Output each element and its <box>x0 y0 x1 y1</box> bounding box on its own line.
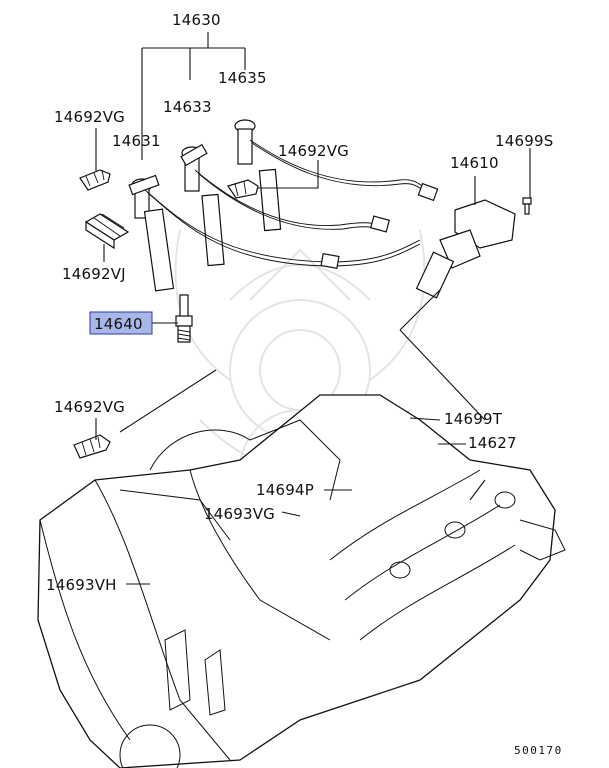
plug-boot-14633 <box>181 146 225 267</box>
figure-number: 500170 <box>514 744 563 757</box>
callout-14692vg-top: 14692VG <box>54 108 125 126</box>
leader-lines <box>95 128 531 585</box>
callout-14699s: 14699S <box>495 132 553 150</box>
callout-14693vh: 14693VH <box>46 576 117 594</box>
bolt-14699s <box>522 197 532 215</box>
plug-boot-14635 <box>234 119 282 232</box>
spark-plug-14640 <box>175 294 193 343</box>
clip-14692vg-top <box>79 169 111 191</box>
callout-14630: 14630 <box>172 11 221 29</box>
highlight-box <box>89 311 153 335</box>
callout-14627: 14627 <box>468 434 517 452</box>
clip-14692vg-right <box>227 179 259 199</box>
ignition-cable-set <box>128 32 439 292</box>
clip-14692vj <box>84 213 130 250</box>
plug-boot-14631 <box>131 178 175 292</box>
callout-14610: 14610 <box>450 154 499 172</box>
callout-14692vg-mid: 14692VG <box>54 398 125 416</box>
callout-14694p: 14694P <box>256 481 314 499</box>
callout-14635: 14635 <box>218 69 267 87</box>
callout-14692vg-right: 14692VG <box>278 142 349 160</box>
callout-14633: 14633 <box>163 98 212 116</box>
engine-block <box>37 394 566 768</box>
callout-14640[interactable]: 14640 <box>94 315 143 333</box>
callout-14699t: 14699T <box>444 410 503 428</box>
clip-14692vg-mid <box>73 434 111 459</box>
ignition-coil-14610 <box>415 176 516 299</box>
callout-14692vj: 14692VJ <box>62 265 126 283</box>
callout-14631: 14631 <box>112 132 161 150</box>
callout-14693vg: 14693VG <box>204 505 275 523</box>
